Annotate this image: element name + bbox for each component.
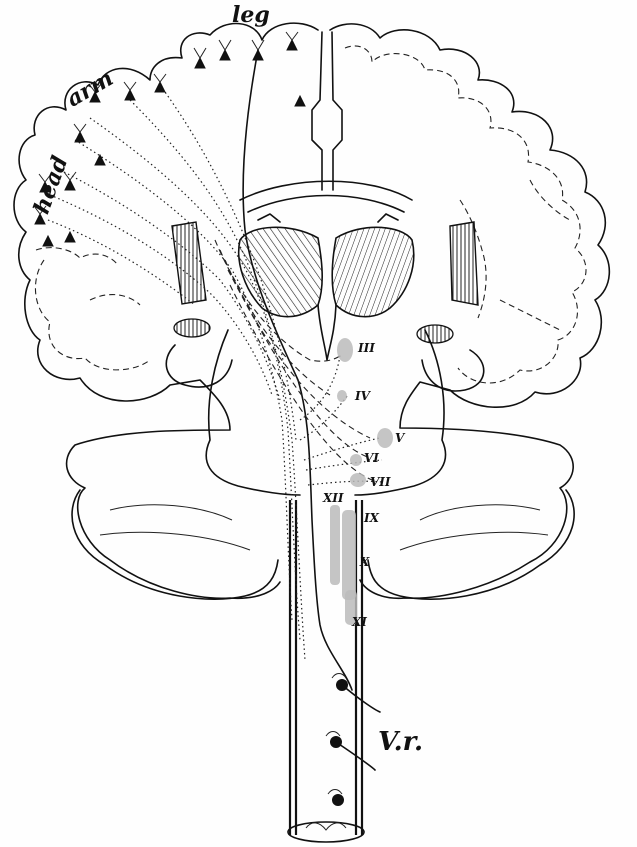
nucleus-IV bbox=[337, 390, 347, 402]
label-IV: IV bbox=[354, 389, 372, 403]
label-VI: VI bbox=[364, 451, 379, 465]
nucleus-III bbox=[337, 338, 353, 362]
left-oval-nucleus bbox=[174, 319, 210, 337]
label-VII: VII bbox=[370, 475, 391, 489]
corpus-callosum bbox=[240, 181, 412, 212]
third-ventricle bbox=[318, 305, 336, 360]
label-III: III bbox=[357, 341, 375, 355]
label-vr: V.r. bbox=[378, 727, 423, 757]
left-dashed-sulci bbox=[35, 248, 150, 370]
label-leg: leg bbox=[232, 2, 270, 28]
label-X: X bbox=[359, 555, 370, 569]
cord-grey bbox=[306, 823, 346, 830]
spinal-neurons bbox=[326, 674, 380, 807]
right-dashed-sulci bbox=[345, 46, 586, 383]
cord-cross-section bbox=[288, 822, 364, 842]
right-ventricle-body bbox=[332, 227, 414, 316]
label-XII: XII bbox=[322, 491, 344, 505]
label-IX: IX bbox=[363, 511, 380, 525]
right-oval-nucleus bbox=[417, 325, 453, 343]
cerebellum-folia bbox=[100, 505, 548, 550]
cerebellum-outline bbox=[72, 490, 574, 599]
nucleus-V bbox=[377, 428, 393, 448]
upper-caps bbox=[258, 214, 398, 222]
nucleus-VI bbox=[350, 454, 362, 466]
nucleus-XII-column bbox=[330, 505, 340, 585]
midline-fissure bbox=[312, 32, 342, 190]
label-arm: arm bbox=[62, 65, 118, 112]
right-insula-strip bbox=[450, 222, 478, 305]
nucleus-VII bbox=[350, 473, 366, 487]
nucleus-IX-X-column bbox=[342, 510, 356, 600]
label-V: V bbox=[395, 431, 406, 445]
label-head: head bbox=[29, 153, 74, 218]
label-XI: XI bbox=[351, 615, 367, 629]
